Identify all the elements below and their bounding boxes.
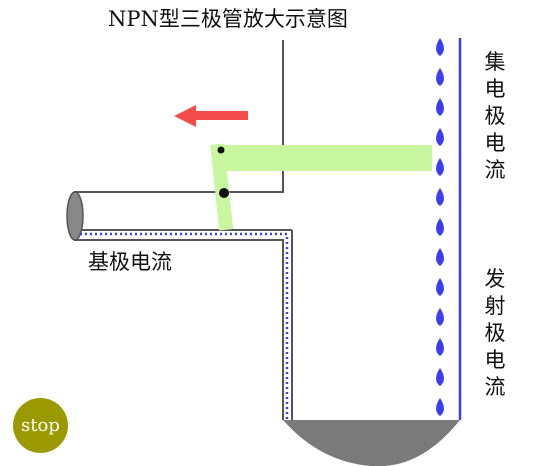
collector-label-char: 极: [484, 104, 506, 128]
stop-button[interactable]: stop: [13, 398, 68, 453]
water-drop-icon: [436, 128, 444, 146]
collector-label-char: 电: [484, 131, 506, 155]
emitter-label-char: 极: [484, 321, 506, 345]
collector-label-char: 集: [484, 50, 506, 74]
water-drop-icon: [436, 248, 444, 266]
water-drop-icon: [436, 68, 444, 86]
base-current-label: 基极电流: [88, 250, 172, 274]
lever-pivot: [219, 188, 229, 198]
water-drop-icon: [436, 398, 444, 416]
base-current-flow: [80, 232, 289, 420]
water-drop-icon: [436, 218, 444, 236]
lever-vertical: [210, 143, 234, 231]
emitter-label-char: 发: [484, 267, 506, 291]
collector-current-label: 集 电 极 电 流: [483, 49, 507, 184]
emitter-label-char: 电: [484, 348, 506, 372]
page-title: NPN型三极管放大示意图: [108, 7, 348, 31]
water-drop-icon: [436, 38, 444, 56]
emitter-label-char: 射: [484, 294, 506, 318]
collector-label-char: 电: [484, 77, 506, 101]
lever-horizontal: [216, 145, 432, 171]
basin: [283, 420, 460, 466]
water-drop-icon: [436, 98, 444, 116]
base-pipe-outline: [74, 40, 284, 420]
water-drop-icon: [436, 308, 444, 326]
emitter-current-label: 发 射 极 电 流: [483, 266, 507, 401]
water-drop-icon: [436, 158, 444, 176]
left-arrow-icon: [174, 105, 248, 127]
water-drop-icon: [436, 188, 444, 206]
collector-label-char: 流: [484, 158, 506, 182]
pipe-end: [66, 191, 84, 241]
water-drop-icon: [436, 338, 444, 356]
emitter-label-char: 流: [484, 375, 506, 399]
water-drops: [436, 38, 444, 416]
water-drop-icon: [436, 368, 444, 386]
water-drop-icon: [436, 278, 444, 296]
lever-pivot-top: [217, 146, 225, 154]
